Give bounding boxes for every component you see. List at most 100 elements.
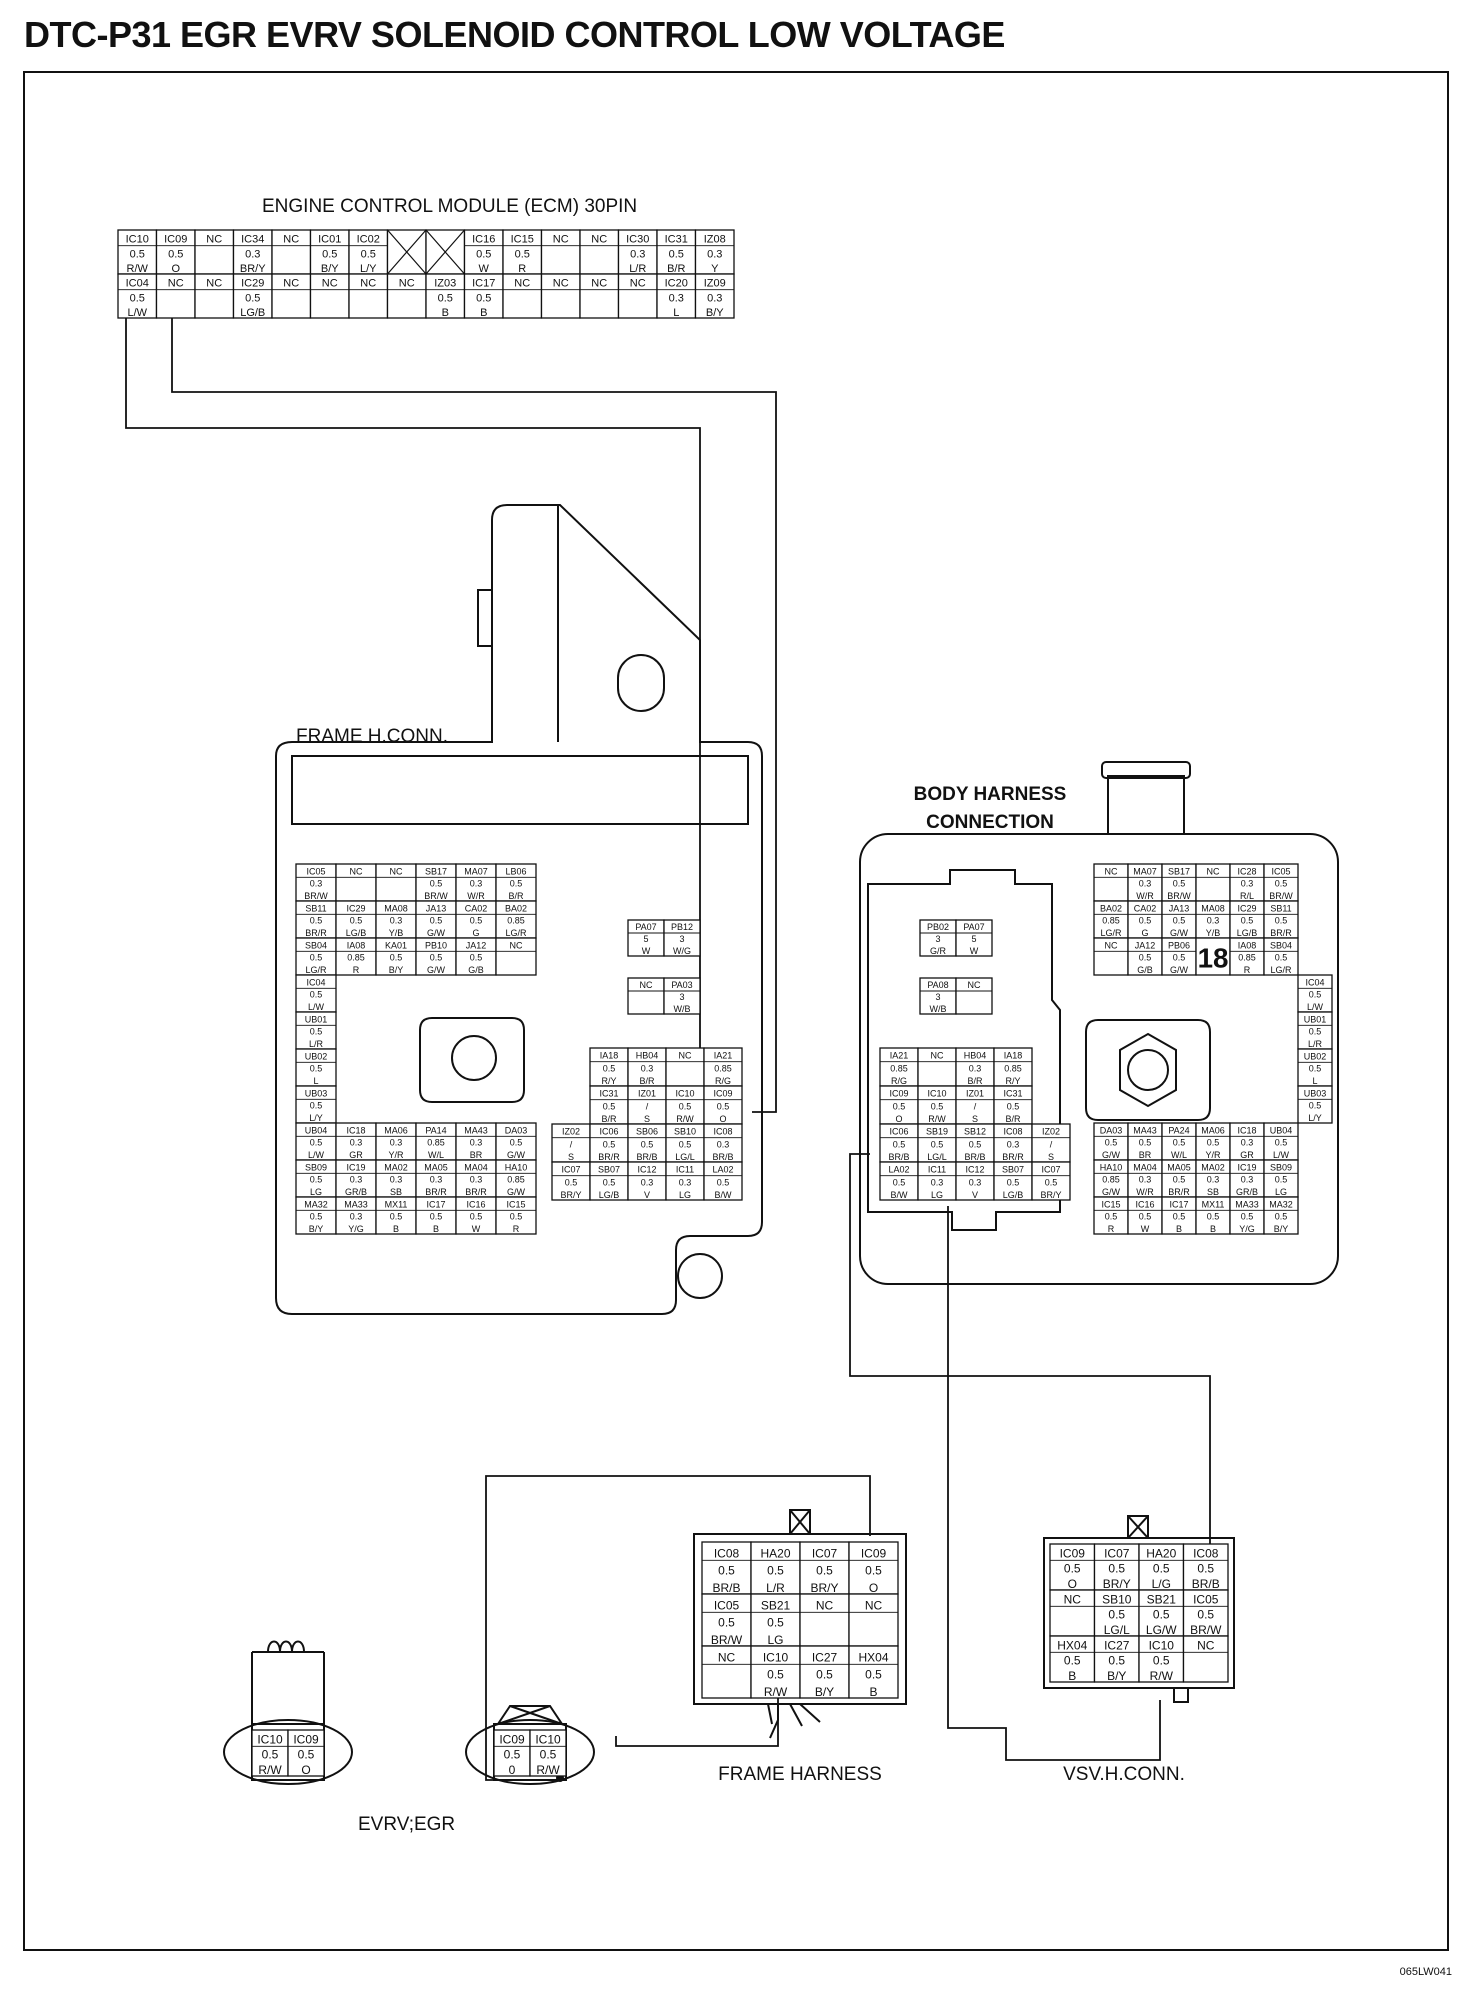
pin-code: IC08 — [1003, 1127, 1022, 1137]
wire-gauge: 0.5 — [350, 916, 363, 926]
pin-code: IA18 — [600, 1051, 619, 1061]
wire-gauge: 0.5 — [470, 1212, 483, 1222]
wire-gauge: 0.5 — [310, 990, 323, 1000]
wire-gauge: 0.5 — [430, 1212, 443, 1222]
frame-hconn-slot — [617, 654, 665, 712]
wire-color: BR/W — [1167, 891, 1191, 901]
wire-gauge: 0.5 — [476, 248, 491, 260]
wire-gauge: 0.3 — [245, 248, 260, 260]
wire-ic10-ecm-frame — [125, 318, 701, 1099]
pin-code: IC11 — [676, 1165, 694, 1175]
wire-color: W/G — [673, 946, 691, 956]
pin-cell: NC — [1182, 1635, 1229, 1683]
wire-gauge: 0.5 — [1173, 1212, 1186, 1222]
wire-gauge: 0.3 — [669, 292, 684, 304]
pin-code: SB09 — [1270, 1162, 1292, 1172]
pin-code: NC — [931, 1051, 944, 1061]
wire-gauge: 0.5 — [1173, 953, 1186, 963]
wire-gauge: 0.5 — [1108, 1608, 1125, 1622]
wire-gauge: 0.3 — [1241, 879, 1254, 889]
wire-color: LG — [679, 1190, 691, 1200]
wire-gauge: 0.5 — [310, 1101, 323, 1111]
pin-code: IC27 — [1104, 1638, 1130, 1652]
wire-gauge: 0.5 — [893, 1101, 906, 1111]
page-title: DTC-P31 EGR EVRV SOLENOID CONTROL LOW VO… — [24, 14, 1005, 55]
wire-gauge: 0.5 — [476, 292, 491, 304]
wire-gauge: 0.5 — [130, 292, 145, 304]
wire-ic09-body-vsv — [849, 1153, 1211, 1548]
wire-color: LG — [310, 1187, 322, 1197]
wire-gauge: 0.5 — [969, 1139, 982, 1149]
wire-color: R — [518, 263, 526, 275]
frame-hconn-bolt-tab — [419, 1017, 525, 1103]
pin-code: IC27 — [812, 1650, 838, 1664]
pin-cell: NC — [955, 977, 993, 1015]
pin-cell: NC — [1093, 863, 1129, 902]
pin-code: PB02 — [927, 922, 949, 932]
wire-color: B/R — [508, 891, 524, 901]
wire-color: G/W — [1170, 965, 1189, 975]
wire-gauge: 0.5 — [1207, 1138, 1220, 1148]
pin-code: NC — [168, 278, 184, 290]
wire-gauge: 0.5 — [931, 1139, 944, 1149]
wire-color: B — [480, 307, 487, 319]
pin-code: NC — [1197, 1638, 1215, 1652]
wire-color: L/R — [629, 263, 646, 275]
pin-code: SB06 — [636, 1127, 658, 1137]
wire-gauge: 0.5 — [1275, 1138, 1288, 1148]
pin-cell: NC — [271, 273, 312, 319]
pin-code: NC — [1105, 940, 1118, 950]
pin-cell: NC — [917, 1047, 957, 1087]
wire-gauge: 5 — [643, 934, 648, 944]
wire-color: BR/Y — [1040, 1190, 1061, 1200]
pin-code: IC29 — [1237, 903, 1256, 913]
wire-gauge: 3 — [935, 934, 940, 944]
pin-code: IC09 — [861, 1546, 887, 1560]
pin-code: IA21 — [890, 1051, 909, 1061]
wire-color: L/W — [308, 1150, 325, 1160]
pin-cell: NC — [848, 1593, 899, 1647]
pin-code: IC15 — [511, 234, 534, 246]
wire-gauge: 3 — [935, 992, 940, 1002]
wire-gauge: 0.5 — [470, 953, 483, 963]
wire-color: W/R — [467, 891, 485, 901]
wire-gauge: 0.5 — [322, 248, 337, 260]
wire-color: R — [1244, 965, 1251, 975]
wire-gauge: 0.5 — [1173, 1175, 1186, 1185]
wire-color: BR/R — [465, 1187, 487, 1197]
pin-code: PB12 — [671, 922, 693, 932]
wire-color: L/Y — [1308, 1113, 1322, 1123]
wire-color: Y/R — [1205, 1150, 1221, 1160]
wire-color: G/W — [507, 1150, 526, 1160]
pin-code: IC34 — [241, 234, 264, 246]
pin-cell: IZ01/S — [955, 1085, 995, 1125]
wire-gauge: 0.5 — [1173, 879, 1186, 889]
pin-code: NC — [1105, 866, 1118, 876]
wire-gauge: 0.85 — [1102, 1175, 1120, 1185]
wire-gauge: 0.3 — [1139, 1175, 1152, 1185]
wire-color: W/B — [674, 1004, 691, 1014]
